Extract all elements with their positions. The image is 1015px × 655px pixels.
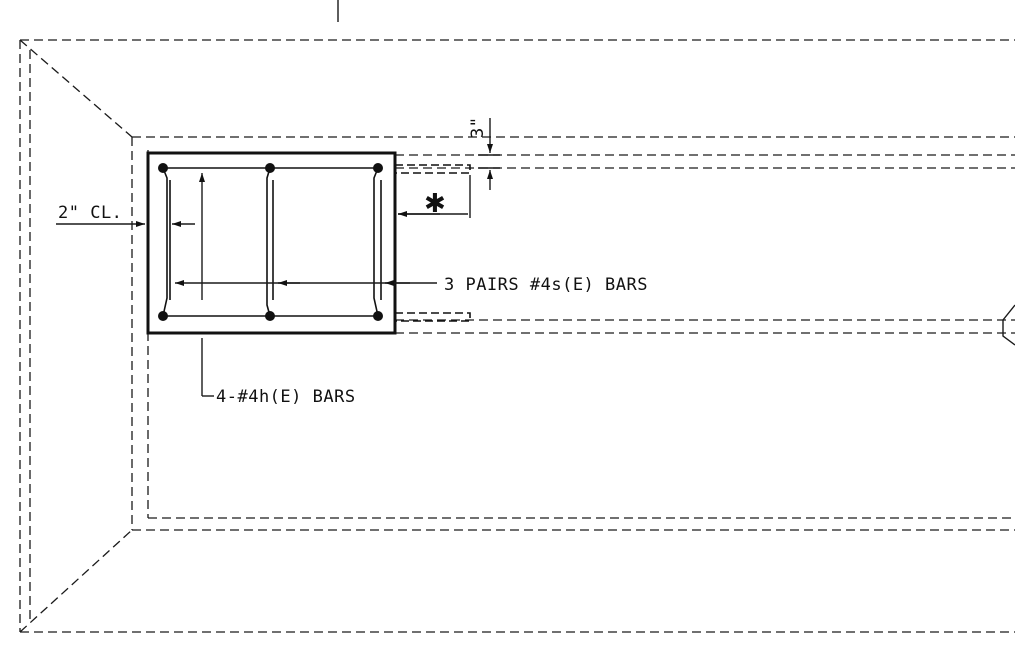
stirrup-pair-middle xyxy=(266,167,274,317)
spacing-dimension xyxy=(478,118,500,190)
inner-dashed-frame xyxy=(131,136,1015,531)
horizontal-bars xyxy=(163,167,378,317)
asterisk-dimension xyxy=(398,175,471,218)
stirrup-pair-right xyxy=(373,167,382,317)
bar-dots xyxy=(158,163,383,321)
longitudinal-label: 4-#4h(E) BARS xyxy=(216,387,356,407)
stirrup-pair-left xyxy=(162,167,171,317)
spacing-label: 3" xyxy=(468,117,488,138)
outer-boundary xyxy=(19,39,1015,633)
asterisk-label: ✱ xyxy=(424,189,446,219)
concrete-section xyxy=(146,151,397,335)
longitudinal-leader xyxy=(199,173,214,397)
stirrup-label: 3 PAIRS #4s(E) BARS xyxy=(444,275,648,295)
right-edge-break-symbol xyxy=(1002,304,1015,346)
cover-label: 2" CL. xyxy=(58,203,122,223)
beam-lines xyxy=(395,154,1015,334)
corner-diagonals xyxy=(19,39,133,633)
